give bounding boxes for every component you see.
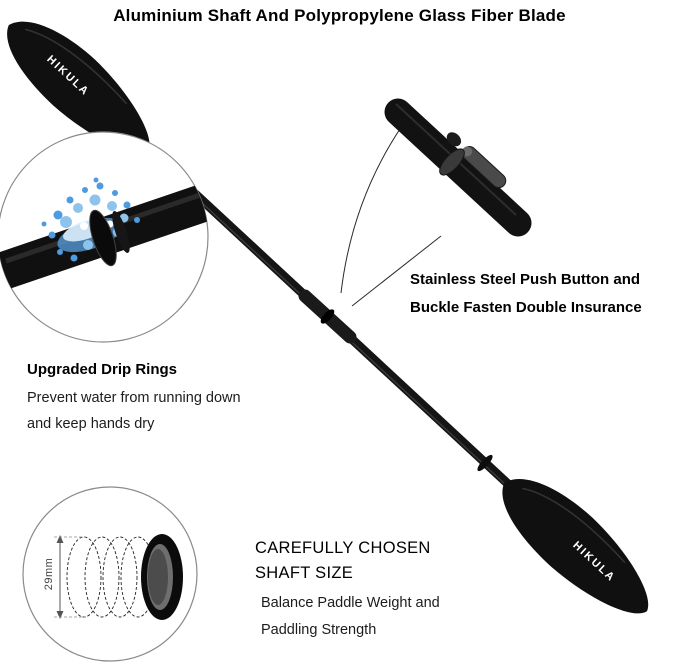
tube-opening	[141, 534, 183, 620]
drip-rings-heading: Upgraded Drip Rings	[27, 361, 178, 378]
drip-ring-bottom	[477, 454, 493, 472]
shaft-size-body: Balance Paddle Weight and Paddling Stren…	[261, 590, 440, 644]
shaft-size-heading-line2: SHAFT SIZE	[255, 564, 354, 582]
drip-rings-callout: Upgraded Drip Rings Prevent water from r…	[27, 361, 241, 437]
push-button-buckle-detail	[384, 98, 532, 237]
shaft-cross-section-circle	[22, 486, 198, 662]
zoom-leader-lines	[340, 125, 442, 307]
push-button-line2: Buckle Fasten Double Insurance	[410, 299, 642, 316]
dimension-label: 29mm	[43, 557, 55, 591]
paddle-shaft	[143, 145, 512, 488]
page-title: Aluminium Shaft And Polypropylene Glass …	[113, 6, 566, 25]
shaft-size-heading-line1: CAREFULLY CHOSEN	[255, 539, 431, 557]
clamp-collar	[439, 148, 465, 176]
paddle-blade-bottom	[502, 479, 649, 614]
push-button-callout: Stainless Steel Push Button and Buckle F…	[410, 266, 642, 322]
drip-rings-line1: Prevent water from running down	[27, 390, 241, 406]
dimension-arrow	[54, 535, 86, 619]
shaft-size-heading: CAREFULLY CHOSEN SHAFT SIZE	[255, 536, 431, 586]
zoomed-drip-ring	[89, 210, 117, 266]
drip-ring-zoom-circle	[0, 131, 209, 343]
push-button-line1: Stainless Steel Push Button and	[410, 271, 641, 288]
shaft-size-line1: Balance Paddle Weight and	[261, 595, 440, 611]
drip-rings-line2: and keep hands dry	[27, 416, 155, 432]
paddle-blade-top	[7, 21, 150, 153]
push-button	[446, 132, 462, 147]
shaft-size-line2: Paddling Strength	[261, 622, 377, 638]
